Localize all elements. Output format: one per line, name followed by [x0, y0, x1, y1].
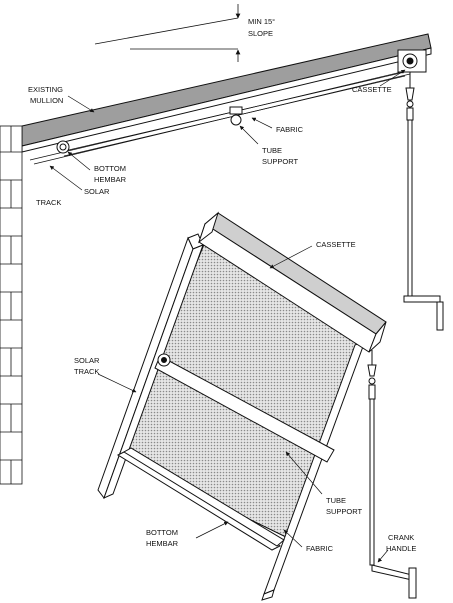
- main-bottom-hembar-label-2: HEMBAR: [146, 539, 179, 548]
- top-tube-support-label-2: SUPPORT: [262, 157, 299, 166]
- solar-track-label-2: TRACK: [74, 367, 99, 376]
- top-solar-label: SOLAR: [84, 187, 110, 196]
- main-bottom-hembar: [123, 447, 285, 547]
- main-cassette: [198, 211, 387, 353]
- min-slope-label-1: MIN 15°: [248, 17, 275, 26]
- wall-column: [0, 125, 23, 485]
- bottom-track: [116, 450, 282, 551]
- existing-mullion-label-1: EXISTING: [28, 85, 63, 94]
- main-tube-support-label-2: SUPPORT: [326, 507, 363, 516]
- top-track-label: TRACK: [36, 198, 61, 207]
- min-slope-label-2: SLOPE: [248, 29, 273, 38]
- top-tube-support-label-1: TUBE: [262, 146, 282, 155]
- top-bottom-hembar-label-2: HEMBAR: [94, 175, 127, 184]
- top-fabric-label: FABRIC: [276, 125, 304, 134]
- solar-track-label-1: SOLAR: [74, 356, 100, 365]
- main-cassette-label: CASSETTE: [316, 240, 356, 249]
- slope-indicator: [94, 4, 241, 62]
- existing-mullion-label-2: MULLION: [30, 96, 63, 105]
- main-fabric-label: FABRIC: [306, 544, 334, 553]
- crank-handle-label-1: CRANK: [388, 533, 414, 542]
- top-leader-lines: [49, 69, 406, 191]
- top-cassette: [397, 49, 427, 73]
- crank-handle-label-2: HANDLE: [386, 544, 416, 553]
- main-tube-support-label-1: TUBE: [326, 496, 346, 505]
- main-leader-lines: [97, 245, 389, 563]
- top-cassette-label: CASSETTE: [352, 85, 392, 94]
- main-bottom-hembar-label-1: BOTTOM: [146, 528, 178, 537]
- main-tube-support: [154, 353, 335, 463]
- top-bottom-hembar: [56, 140, 70, 154]
- solar-track: [97, 233, 204, 500]
- existing-mullion: [21, 33, 432, 153]
- main-crank-handle: [367, 350, 417, 599]
- top-tube-support: [229, 106, 243, 126]
- top-bottom-hembar-label-1: BOTTOM: [94, 164, 126, 173]
- top-crank-rod: [403, 72, 444, 331]
